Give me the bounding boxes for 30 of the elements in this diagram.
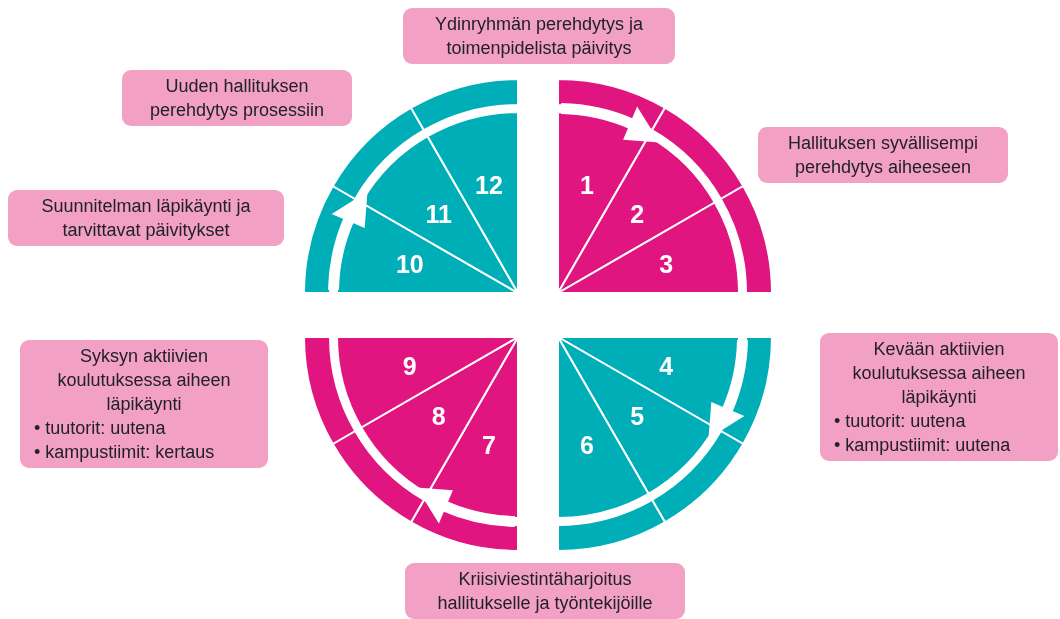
callout-text: Syksyn aktiivien koulutuksessa aiheen läpikäynti [56,345,232,416]
callout-text: Kriisiviestintäharjoitus hallitukselle ja työntekijöille [436,568,654,615]
bullet-item: • kampustiimit: kertaus [34,441,216,464]
segment-number: 2 [630,199,645,228]
callout-text: Uuden hallituksen perehdytys prosessiin [148,75,326,122]
callout-box [8,190,284,246]
callout-text: Hallituksen syvällisempi perehdytys aiheeseen [786,132,980,179]
segment-number: 8 [431,402,446,431]
segment-number: 6 [580,431,594,460]
segment-number: 11 [425,199,452,228]
callout-text: Suunnitelman läpikäynti ja tarvittavat päivitykset [40,195,252,242]
segment-number: 3 [659,250,674,278]
callout-box [122,70,352,126]
callout-text: Kevään aktiivien koulutuksessa aiheen läpikäynti [851,338,1027,409]
segment-number: 5 [630,402,645,431]
bullet-item: • kampustiimit: uutena [834,434,1012,457]
callout-box [20,340,268,468]
segment-number: 9 [402,352,417,380]
callout-box [403,8,675,64]
segment-number: 12 [475,170,503,199]
bullet-item: • tuutorit: uutena [834,410,967,433]
callout-box [405,563,685,619]
segment-number: 4 [659,352,674,380]
bullet-item: • tuutorit: uutena [34,417,167,440]
segment-number: 1 [580,170,594,199]
callout-box [820,333,1058,461]
segment-number: 10 [395,250,424,278]
segment-number: 7 [482,431,496,460]
callout-box [758,127,1008,183]
callout-text: Ydinryhmän perehdytys ja toimenpidelista päivitys [433,13,645,60]
